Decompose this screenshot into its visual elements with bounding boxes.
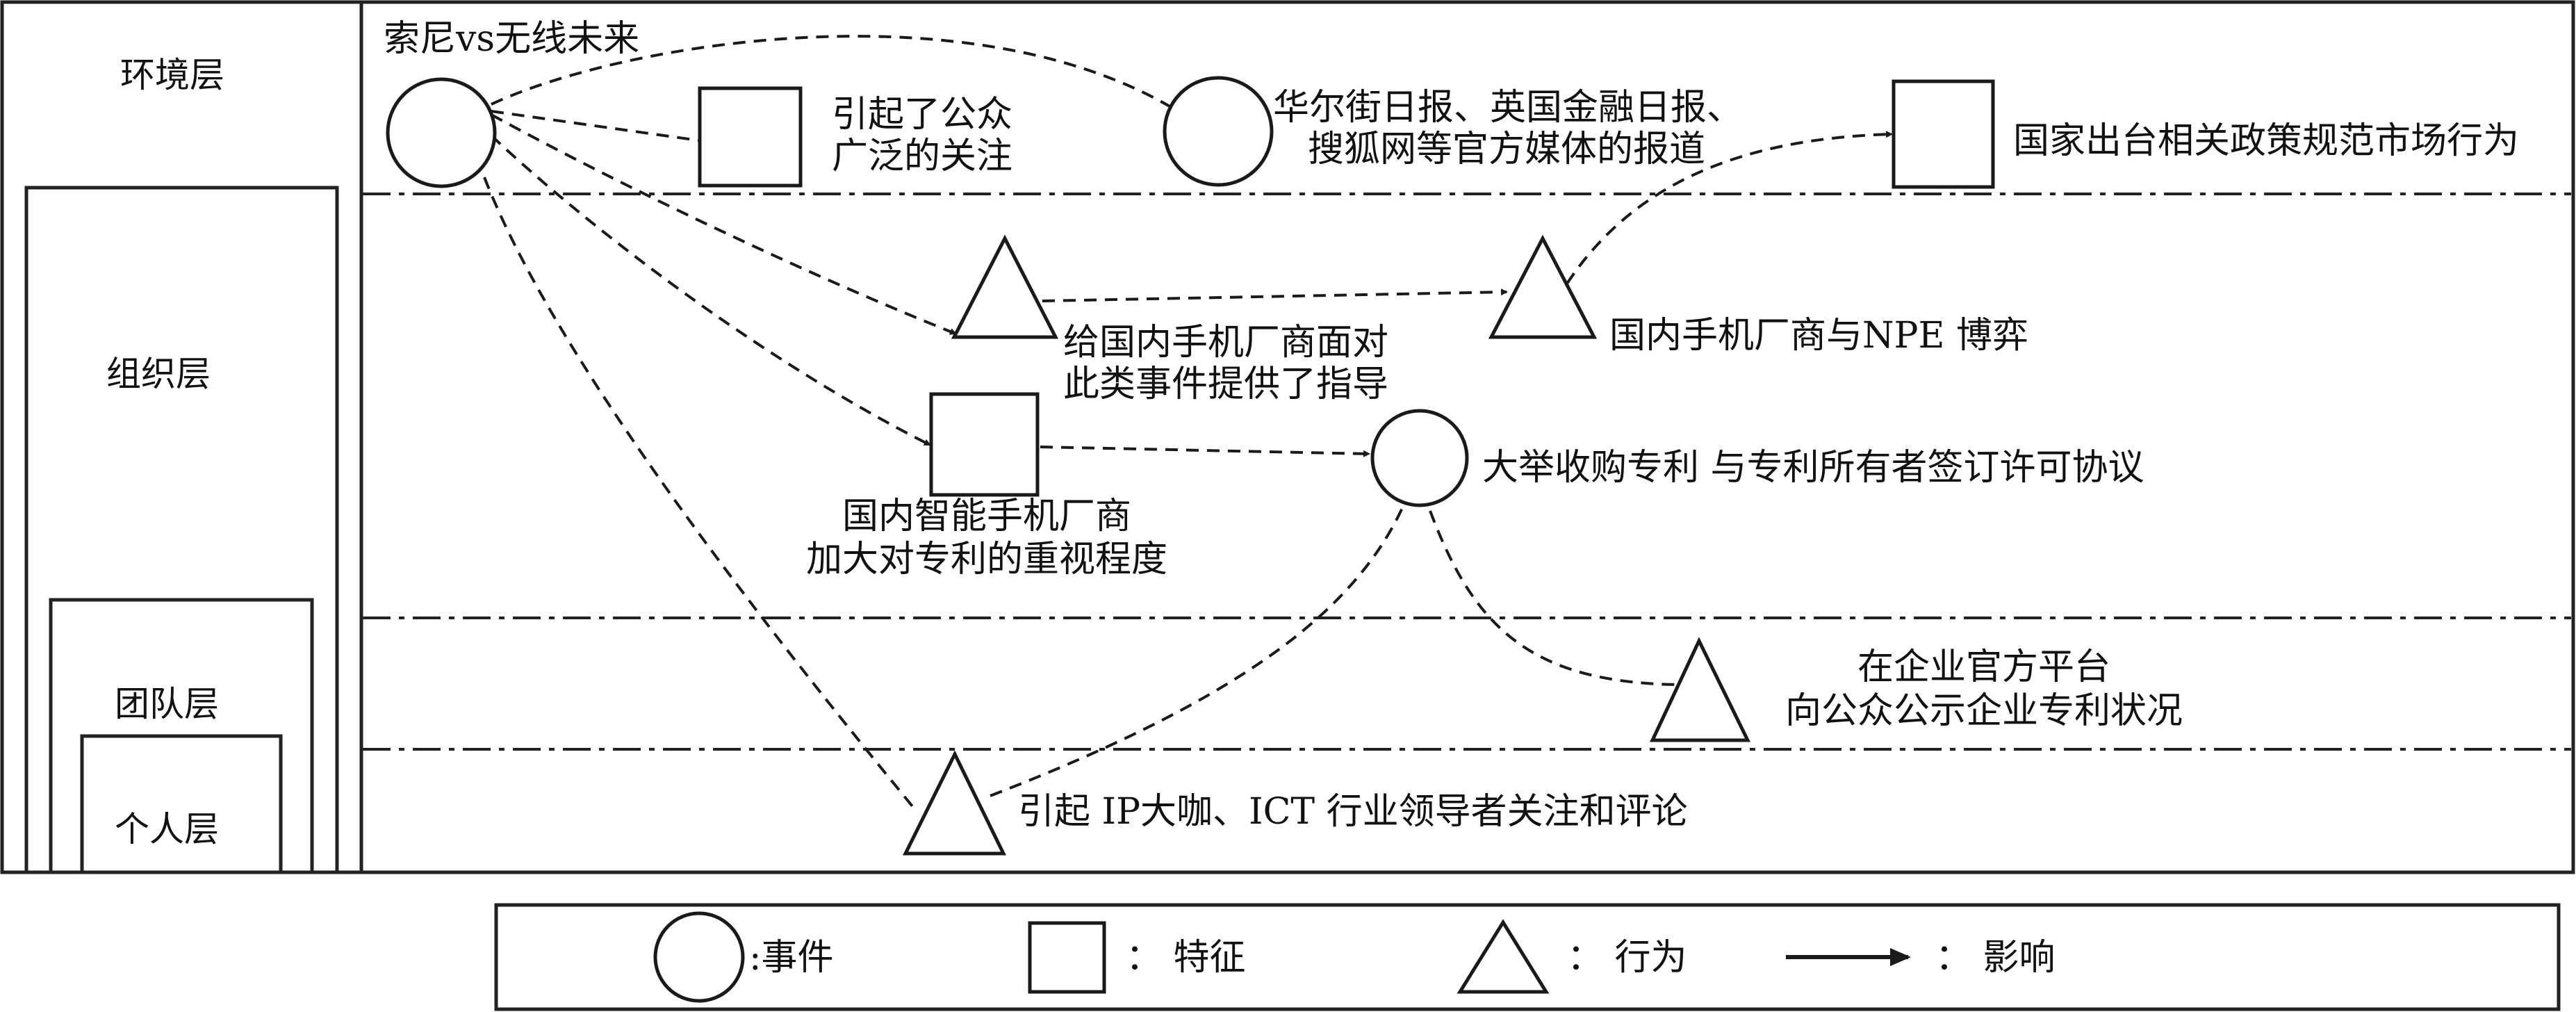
legend-influence-label: ： 影响	[1935, 937, 2056, 979]
diagram-title: 索尼vs无线未来	[384, 18, 639, 60]
feature-patent-focus-node	[929, 392, 1040, 497]
layer-box-individual	[80, 734, 283, 874]
edge-origin-to-guidance	[491, 113, 957, 335]
event-origin-node	[386, 77, 497, 188]
guidance-line-1: 给国内手机厂商面对	[1063, 322, 1388, 364]
event-acquire-patents-node	[1370, 409, 1469, 507]
edge-acquire-to-disclose	[1429, 510, 1687, 688]
edge-origin-to-public-attention	[491, 110, 699, 142]
edge-leaders-to-acquire	[990, 496, 1409, 797]
behavior-leaders-comment-node	[902, 750, 1007, 856]
public-attention-line-2: 广泛的关注	[832, 136, 1012, 177]
disclose-line-2: 向公众公示企业专利状况	[1785, 690, 2183, 732]
legend-behavior-label: ： 行为	[1567, 937, 1687, 979]
feature-public-attention-node	[698, 86, 803, 188]
legend-event-label: :事件	[749, 937, 834, 979]
event-media-reports-node	[1163, 76, 1274, 187]
legend-behavior-icon	[1457, 919, 1550, 994]
policy-line-1: 国家出台相关政策规范市场行为	[2013, 120, 2519, 162]
acquire-patents-line-1: 大举收购专利 与专利所有者签订许可协议	[1482, 447, 2144, 489]
edge-npe-to-policy	[1566, 131, 1893, 285]
layer-label-team: 团队层	[115, 684, 219, 724]
legend-box	[494, 903, 2561, 1011]
edge-guidance-to-npe	[1042, 288, 1508, 302]
behavior-npe-game-node	[1488, 234, 1598, 339]
edge-origin-to-leaders	[483, 177, 914, 808]
patent-focus-line-1: 国内智能手机厂商	[842, 496, 1131, 537]
legend-feature-label: ： 特征	[1126, 937, 1246, 979]
layer-label-individual: 个人层	[115, 809, 219, 849]
layer-label-environment: 环境层	[120, 55, 224, 95]
media-reports-line-2: 搜狐网等官方媒体的报道	[1308, 129, 1705, 170]
legend-event-icon	[653, 911, 745, 1003]
legend-feature-icon	[1028, 921, 1106, 994]
patent-focus-line-2: 加大对专利的重视程度	[806, 539, 1167, 580]
edge-origin-to-patent-focus	[490, 134, 931, 446]
leaders-comment-line-1: 引起 IP大咖、ICT 行业领导者关注和评论	[1018, 791, 1688, 833]
public-attention-line-1: 引起了公众	[832, 94, 1012, 136]
media-reports-line-1: 华尔街日报、英国金融日报、	[1273, 87, 1743, 129]
npe-game-line-1: 国内手机厂商与NPE 博弈	[1609, 315, 2028, 357]
behavior-disclose-node	[1650, 637, 1751, 742]
layer-box-organization	[24, 186, 339, 874]
behavior-guidance-node	[951, 234, 1059, 339]
guidance-line-2: 此类事件提供了指导	[1063, 364, 1388, 405]
layer-label-organization: 组织层	[106, 354, 211, 394]
diagram-frame	[0, 0, 2575, 874]
edge-patent-focus-to-acquire	[1040, 446, 1370, 457]
feature-policy-node	[1892, 79, 1995, 189]
disclose-line-1: 在企业官方平台	[1857, 646, 2110, 688]
